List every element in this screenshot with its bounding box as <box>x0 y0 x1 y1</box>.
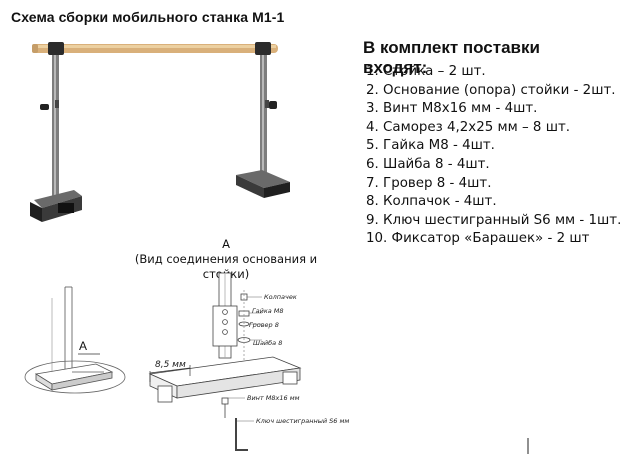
kit-item: 10. Фиксатор «Барашек» - 2 шт <box>366 231 590 247</box>
dimension-label: 8,5 мм <box>155 360 186 370</box>
part-label-cap: Колпачек <box>264 293 297 301</box>
left-stand <box>30 50 82 222</box>
kit-item: 1. Стойка – 2 шт. <box>366 64 486 79</box>
part-label-washer: Шайба 8 <box>253 339 282 347</box>
right-stand <box>236 50 290 198</box>
overview-sketch <box>24 286 126 394</box>
kit-item: 2. Основание (опора) стойки - 2шт. <box>366 82 616 98</box>
assembly-detail-drawings: А 8,5 мм Колпачек <box>24 272 529 454</box>
kit-item: 4. Саморез 4,2х25 мм – 8 шт. <box>366 119 571 135</box>
part-label-key: Ключ шестигранный S6 мм <box>256 417 349 425</box>
kit-item: 7. Гровер 8 - 4шт. <box>366 175 492 191</box>
barre-illustration <box>30 42 290 222</box>
part-label-screw: Винт М8х16 мм <box>247 394 300 402</box>
kit-item: 6. Шайба 8 - 4шт. <box>366 156 490 172</box>
page-title: Схема сборки мобильного станка М1-1 <box>11 9 285 25</box>
part-label-nut: Гайка М8 <box>252 307 284 315</box>
part-labels: Колпачек Гайка М8 Гровер 8 Шайба 8 Винт … <box>228 293 349 425</box>
detail-letter: А <box>222 237 230 251</box>
kit-heading: В комплект поставки входят: <box>363 38 540 77</box>
kit-item: 5. Гайка М8 - 4шт. <box>366 138 495 154</box>
wooden-rail <box>32 42 278 55</box>
kit-item: 9. Ключ шестигранный S6 мм - 1шт. <box>366 212 621 228</box>
dimension-marker <box>149 365 191 382</box>
kit-item: 3. Винт М8х16 мм - 4шт. <box>366 101 538 117</box>
kit-list: 1. Стойка – 2 шт. 2. Основание (опора) с… <box>366 63 621 249</box>
part-label-grover: Гровер 8 <box>249 321 279 329</box>
callout-letter: А <box>79 339 87 353</box>
kit-item: 8. Колпачок - 4шт. <box>366 194 497 210</box>
